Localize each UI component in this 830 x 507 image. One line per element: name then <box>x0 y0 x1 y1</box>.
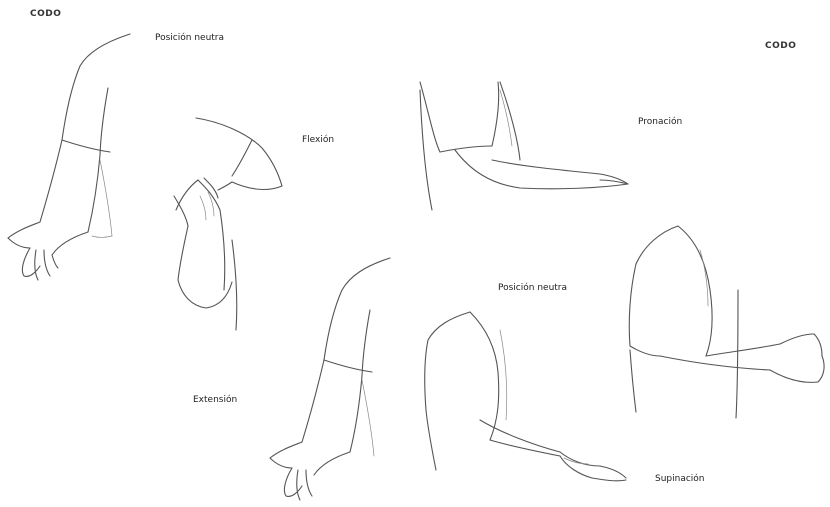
arm-extension-illustration <box>270 258 390 500</box>
arm-pronation-illustration <box>420 82 628 210</box>
arm-neutral-right-illustration <box>425 312 626 481</box>
arm-flexion-illustration <box>174 118 282 330</box>
arm-neutral-left-illustration <box>8 34 130 280</box>
arm-supination-illustration <box>629 226 824 418</box>
